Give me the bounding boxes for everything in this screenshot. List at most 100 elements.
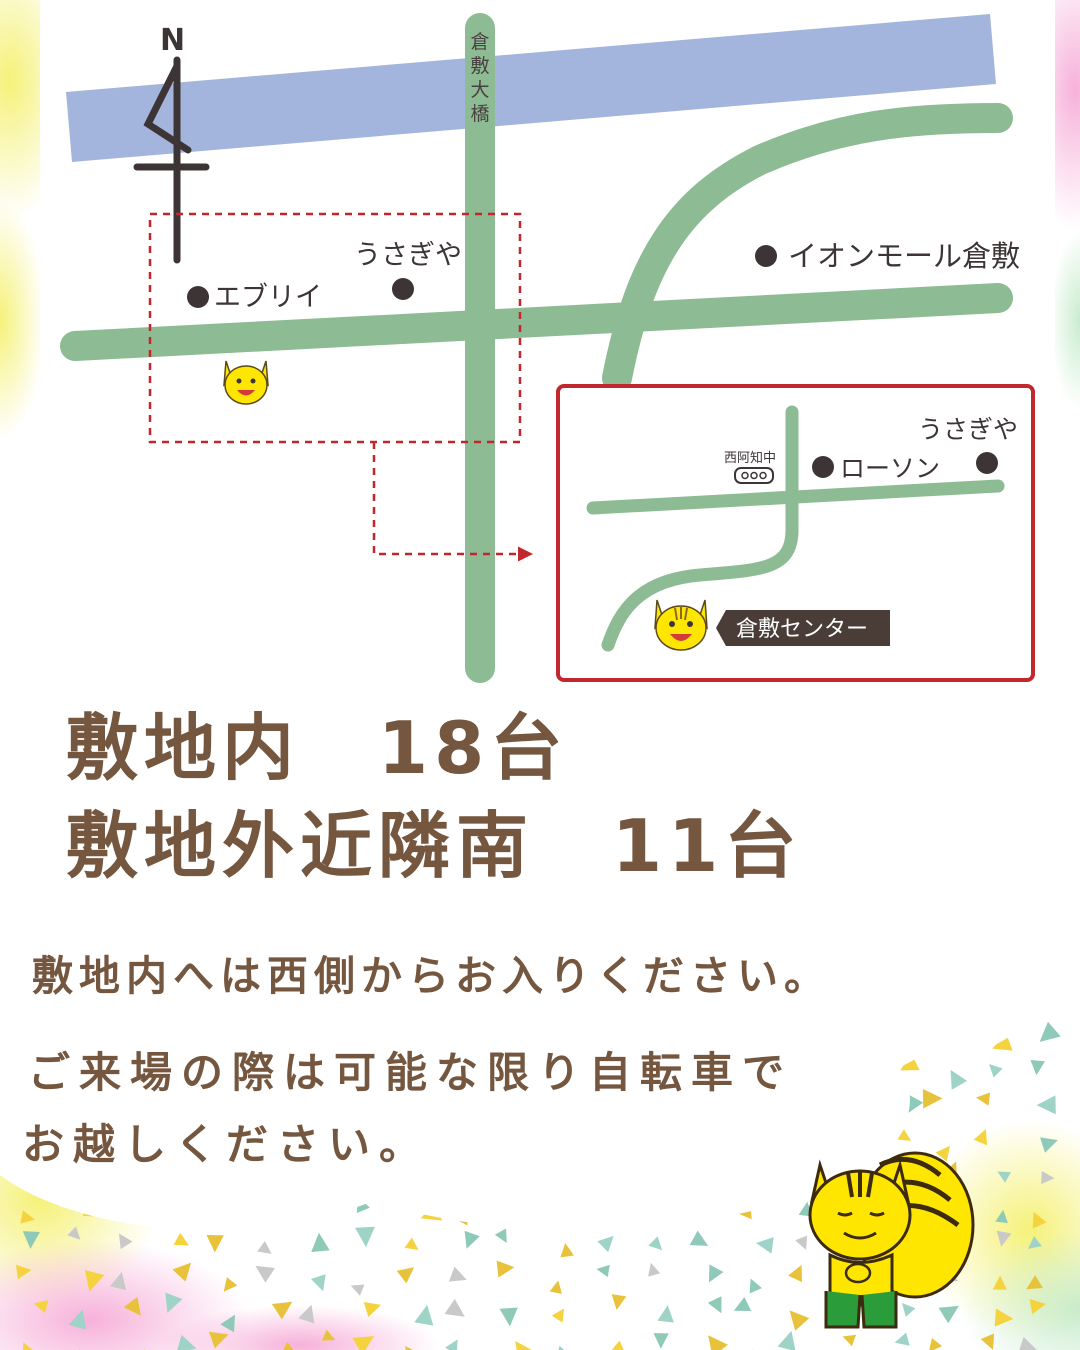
roads <box>60 13 1013 683</box>
confetti-triangle <box>653 1333 669 1349</box>
confetti-triangle <box>950 1069 968 1090</box>
confetti-triangle <box>560 1242 574 1258</box>
inset-roads <box>586 405 1005 652</box>
confetti-triangle <box>1032 1211 1047 1229</box>
confetti-triangle <box>608 1340 626 1350</box>
school-label: 西阿知中 <box>724 450 776 466</box>
confetti-triangle <box>795 1235 808 1250</box>
confetti-triangle <box>22 1231 40 1249</box>
confetti-triangle <box>973 1129 988 1146</box>
confetti-triangle <box>499 1307 518 1327</box>
confetti-triangle <box>756 1237 774 1254</box>
place-label-lawson: ローソン <box>840 454 940 483</box>
confetti-triangle <box>173 1232 189 1246</box>
confetti-triangle <box>33 1299 49 1314</box>
inset-usagiya: うさぎや <box>918 415 1018 474</box>
confetti-triangle <box>444 1298 465 1317</box>
confetti-triangle <box>938 1305 959 1324</box>
confetti-triangle <box>396 1267 415 1284</box>
confetti-triangle <box>935 1145 951 1162</box>
confetti-triangle <box>897 1129 912 1141</box>
bicycle-note-line2: お越しください。 <box>22 1120 431 1169</box>
confetti-triangle <box>355 1226 375 1248</box>
school-icon <box>734 467 774 484</box>
confetti-triangle <box>708 1335 728 1350</box>
confetti-triangle <box>118 1233 133 1250</box>
center-label: 倉敷センター <box>736 617 868 642</box>
confetti-triangle <box>995 1209 1008 1224</box>
mascot-marker-inset <box>654 599 708 651</box>
confetti-triangle <box>404 1237 419 1250</box>
confetti-triangle <box>352 1336 375 1350</box>
confetti-triangle <box>271 1301 293 1320</box>
place-label-usagiya-inset: うさぎや <box>918 415 1018 444</box>
place-marker <box>976 452 998 474</box>
inset-school: 西阿知中 <box>724 450 776 484</box>
confetti-triangle <box>20 1210 35 1224</box>
confetti-triangle <box>298 1304 315 1324</box>
confetti-triangle <box>777 1330 796 1350</box>
confetti-triangle <box>257 1240 272 1254</box>
confetti-triangle <box>321 1329 336 1341</box>
road-curve-aeon <box>602 103 1013 393</box>
confetti-triangle <box>1017 1336 1040 1350</box>
confetti-triangle <box>689 1230 709 1246</box>
road-horizontal-main <box>60 283 1013 361</box>
river <box>66 14 996 162</box>
confetti-triangle <box>749 1278 762 1294</box>
bridge-label: 倉敷大橋 <box>470 31 489 125</box>
confetti-triangle <box>1039 1021 1061 1042</box>
confetti-triangle <box>707 1296 722 1314</box>
place-marker <box>392 278 414 300</box>
confetti-triangle <box>992 1275 1007 1290</box>
confetti-triangle <box>1029 1299 1047 1315</box>
place-marker <box>812 456 834 478</box>
confetti-triangle <box>414 1304 434 1326</box>
confetti-triangle <box>84 1270 105 1292</box>
entrance-note: 敷地内へは西側からお入りください。 <box>32 952 831 1000</box>
zoom-region <box>148 212 522 444</box>
confetti-triangle <box>350 1284 365 1296</box>
confetti-triangle <box>922 1089 943 1109</box>
confetti-triangle <box>1030 1059 1046 1076</box>
mascot-marker-main <box>223 360 269 405</box>
place-label-usagiya: うさぎや <box>354 240 462 271</box>
place-aeon-mall: イオンモール倉敷 <box>755 239 1020 273</box>
place-usagiya: うさぎや <box>354 240 462 300</box>
bridge-label-text: 倉敷大橋 <box>470 31 489 125</box>
confetti-triangle <box>733 1296 752 1311</box>
place-marker <box>187 286 209 308</box>
confetti-triangle <box>445 1339 458 1350</box>
confetti-triangle <box>1027 1236 1042 1249</box>
confetti-triangle <box>15 1264 32 1280</box>
confetti-triangle <box>752 1349 773 1350</box>
confetti-triangle <box>494 1228 507 1243</box>
confetti-triangle <box>657 1305 674 1323</box>
confetti-triangle <box>1041 1171 1055 1185</box>
confetti-triangle <box>994 1308 1014 1327</box>
inset-lawson: ローソン <box>812 454 940 483</box>
confetti-triangle <box>555 1345 569 1350</box>
confetti-triangle <box>515 1340 534 1350</box>
confetti-triangle <box>496 1260 515 1278</box>
confetti-triangle <box>648 1236 663 1251</box>
confetti-triangle <box>989 1063 1003 1078</box>
center-label-badge: 倉敷センター <box>716 610 890 646</box>
confetti-triangle <box>789 1310 810 1331</box>
confetti-triangle <box>1040 1137 1058 1153</box>
confetti-triangle <box>206 1234 224 1253</box>
confetti-triangle <box>123 1296 141 1316</box>
confetti-triangle <box>980 1333 995 1350</box>
confetti-triangle <box>311 1232 330 1253</box>
confetti-triangle <box>448 1266 467 1282</box>
confetti-triangle <box>899 1054 920 1071</box>
confetti-triangle <box>68 1309 87 1330</box>
confetti-triangle <box>788 1264 803 1283</box>
confetti-triangle <box>22 1342 37 1350</box>
confetti-triangle <box>597 1235 614 1253</box>
confetti-triangle <box>596 1264 610 1278</box>
confetti-triangle <box>894 1332 910 1346</box>
confetti-triangle <box>255 1265 275 1283</box>
parking-off-site: 敷地外近隣南 11台 <box>66 804 803 888</box>
